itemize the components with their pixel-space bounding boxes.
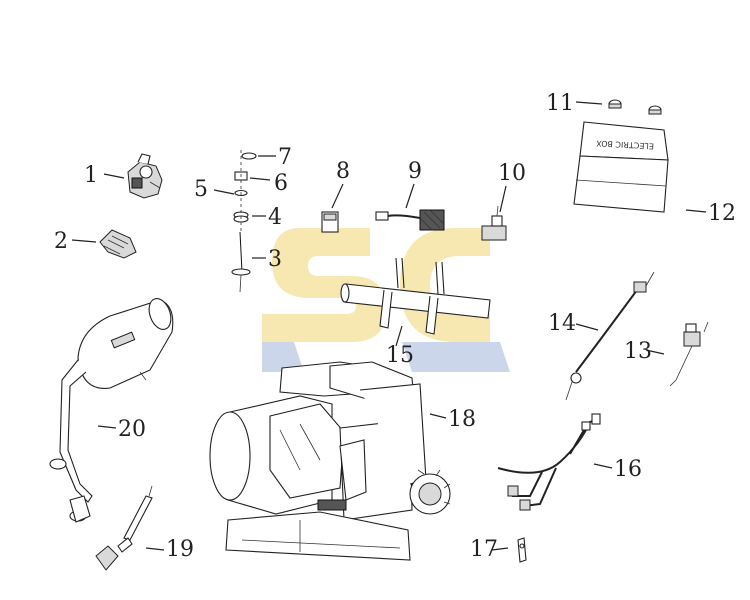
callout-15: 15 xyxy=(386,343,414,368)
callout-20: 20 xyxy=(118,417,146,442)
callout-13: 13 xyxy=(624,339,652,364)
callout-7: 7 xyxy=(278,145,292,170)
watermark-logo xyxy=(262,228,510,372)
callout-18: 18 xyxy=(448,407,476,432)
callout-1: 1 xyxy=(84,163,98,188)
watermark-blue-band-2 xyxy=(402,342,510,372)
part-clip xyxy=(517,537,527,563)
callout-12: 12 xyxy=(708,201,736,226)
part-intake-rubber xyxy=(99,229,137,259)
watermark-blue-band xyxy=(262,342,304,372)
callout-4: 4 xyxy=(268,205,282,230)
part-plug-cap xyxy=(95,485,153,571)
part-frame-tube xyxy=(340,257,491,335)
callout-10: 10 xyxy=(498,161,526,186)
callout-17: 17 xyxy=(470,537,498,562)
callout-14: 14 xyxy=(548,311,576,336)
part-relay xyxy=(321,211,339,233)
part-carburetor xyxy=(127,153,163,199)
leader-lines xyxy=(71,101,707,551)
part-washer-4 xyxy=(233,211,249,223)
part-stud xyxy=(231,231,251,293)
part-sensor xyxy=(669,321,709,387)
watermark-c-shape xyxy=(400,228,490,342)
callout-labels: 1 2 3 4 5 6 7 8 9 10 11 12 13 14 15 16 1… xyxy=(54,91,736,562)
part-wire-harness xyxy=(497,413,601,511)
callout-3: 3 xyxy=(268,247,282,272)
callout-16: 16 xyxy=(614,457,642,482)
callout-2: 2 xyxy=(54,229,68,254)
part-caps xyxy=(608,99,662,115)
part-speedo-cable xyxy=(565,271,655,401)
callout-9: 9 xyxy=(408,159,422,184)
callout-11: 11 xyxy=(546,91,574,116)
callout-8: 8 xyxy=(336,159,350,184)
callout-5: 5 xyxy=(194,177,208,202)
part-regulator xyxy=(375,209,445,231)
part-cdi xyxy=(481,205,507,241)
callout-19: 19 xyxy=(166,537,194,562)
callout-6: 6 xyxy=(274,171,288,196)
watermark-s-shape xyxy=(262,228,386,342)
part-cap-7 xyxy=(241,152,257,160)
part-engine xyxy=(209,361,451,561)
electric-box-label: ELECTRIC BOX xyxy=(596,139,655,151)
part-electric-box: ELECTRIC BOX xyxy=(573,121,669,213)
part-muffler xyxy=(49,298,174,523)
